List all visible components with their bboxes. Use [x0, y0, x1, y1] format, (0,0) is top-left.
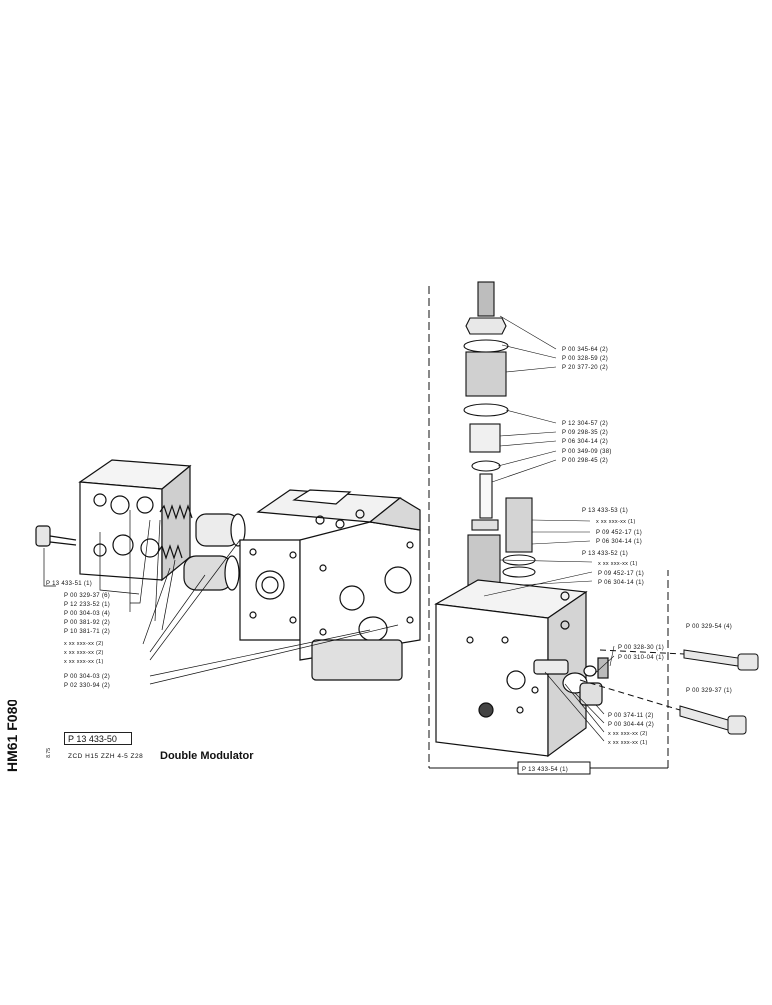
spring-lower — [157, 544, 183, 560]
left-leader-lines — [43, 510, 399, 685]
right-box-label: P 13 433-54 (1) — [517, 761, 591, 775]
mid-callout: P 09 452-17 (1) — [596, 530, 642, 536]
page-title: Double Modulator — [160, 750, 254, 762]
right-stack-labels: P 00 345-64 (2) P 00 328-59 (2) P 20 377… — [562, 347, 612, 464]
bolt-lower — [579, 679, 747, 735]
stack-callout: P 09 298-35 (2) — [562, 430, 608, 436]
stack-callout: P 00 349-09 (38) — [562, 449, 612, 455]
stack-callout: P 20 377-20 (2) — [562, 365, 608, 371]
right-leader-lines — [483, 315, 615, 742]
left-callout: x xx xxx-xx (1) — [64, 659, 104, 665]
mid-callout: x xx xxx-xx (1) — [598, 561, 638, 567]
mid-callout: P 06 304-14 (1) — [598, 580, 644, 586]
mid-callout: P 06 304-14 (1) — [596, 539, 642, 545]
block-callout: P 00 310-04 (1) — [618, 655, 664, 661]
right-box-label-text: P 13 433-54 (1) — [522, 767, 568, 773]
left-assembly — [35, 459, 421, 685]
mid-callout: P 09 452-17 (1) — [598, 571, 644, 577]
title-series: ZCD H15 ZZH 4-5 Z28 — [68, 753, 144, 760]
left-callout: P 00 304-03 (4) — [64, 611, 110, 617]
cap-screw — [35, 525, 77, 547]
stack-callout: P 12 304-57 (2) — [562, 421, 608, 427]
stack-callout: P 06 304-14 (2) — [562, 439, 608, 445]
right-cartridge-stack — [463, 281, 536, 602]
washer — [463, 339, 509, 353]
side-drawing-code: HM61 F080 — [4, 700, 20, 772]
title-block: P 13 433-50 8.75 ZCD H15 ZZH 4-5 Z28 Dou… — [46, 732, 324, 772]
block-callout: x xx xxx-xx (1) — [608, 740, 648, 746]
sleeve-lower — [183, 555, 240, 591]
block-callout: x xx xxx-xx (2) — [608, 731, 648, 737]
spool-stem — [479, 473, 493, 519]
spring-upper — [159, 504, 193, 520]
left-callout: P 10 381-71 (2) — [64, 629, 110, 635]
threaded-body — [465, 351, 507, 397]
left-callout: P 00 304-03 (2) — [64, 674, 110, 680]
block-callout: P 00 374-11 (2) — [608, 713, 654, 719]
left-callout: P 00 329-37 (6) — [64, 593, 110, 599]
left-callout: P 02 330-94 (2) — [64, 683, 110, 689]
plug-pin — [533, 659, 569, 675]
left-callout: P 13 433-51 (1) — [46, 581, 92, 587]
sleeve-upper — [195, 513, 246, 547]
piston — [469, 423, 501, 453]
stack-callout: P 00 328-59 (2) — [562, 356, 608, 362]
mid-callout: P 13 433-53 (1) — [582, 508, 628, 514]
valve-housing — [239, 489, 421, 681]
bolt-upper — [599, 649, 759, 671]
side-code-text: HM61 F080 — [4, 700, 20, 772]
stack-callout: P 00 345-64 (2) — [562, 347, 608, 353]
mid-callout: x xx xxx-xx (1) — [596, 519, 636, 525]
hex-nut — [465, 317, 507, 335]
left-callout-labels: P 13 433-51 (1) P 00 329-37 (6) P 12 233… — [46, 581, 110, 689]
left-callout: P 00 381-92 (2) — [64, 620, 110, 626]
lower-cartridge — [467, 534, 501, 586]
side-cartridge — [505, 497, 533, 553]
end-cover-block — [78, 459, 192, 582]
title-revision: 8.75 — [46, 748, 52, 758]
right-bolt-labels: P 00 329-54 (4) P 00 329-37 (1) — [686, 624, 732, 694]
mid-callout: P 13 433-52 (1) — [582, 551, 628, 557]
left-callout: P 12 233-52 (1) — [64, 602, 110, 608]
title-part-number: P 13 433-50 — [64, 732, 132, 745]
left-callout: x xx xxx-xx (2) — [64, 641, 104, 647]
block-callout: P 00 328-30 (1) — [618, 645, 664, 651]
threaded-rod — [477, 281, 495, 317]
stack-callout: P 00 298-45 (2) — [562, 458, 608, 464]
left-callout: x xx xxx-xx (2) — [64, 650, 104, 656]
long-bolts — [579, 649, 759, 735]
right-mounting-block — [434, 579, 609, 758]
bolt-callout: P 00 329-54 (4) — [686, 624, 732, 630]
right-block-labels: P 00 328-30 (1) P 00 310-04 (1) P 00 374… — [608, 645, 664, 746]
block-callout: P 00 304-44 (2) — [608, 722, 654, 728]
right-mid-labels: P 13 433-53 (1) x xx xxx-xx (1) P 09 452… — [582, 508, 644, 586]
bolt-callout: P 00 329-37 (1) — [686, 688, 732, 694]
